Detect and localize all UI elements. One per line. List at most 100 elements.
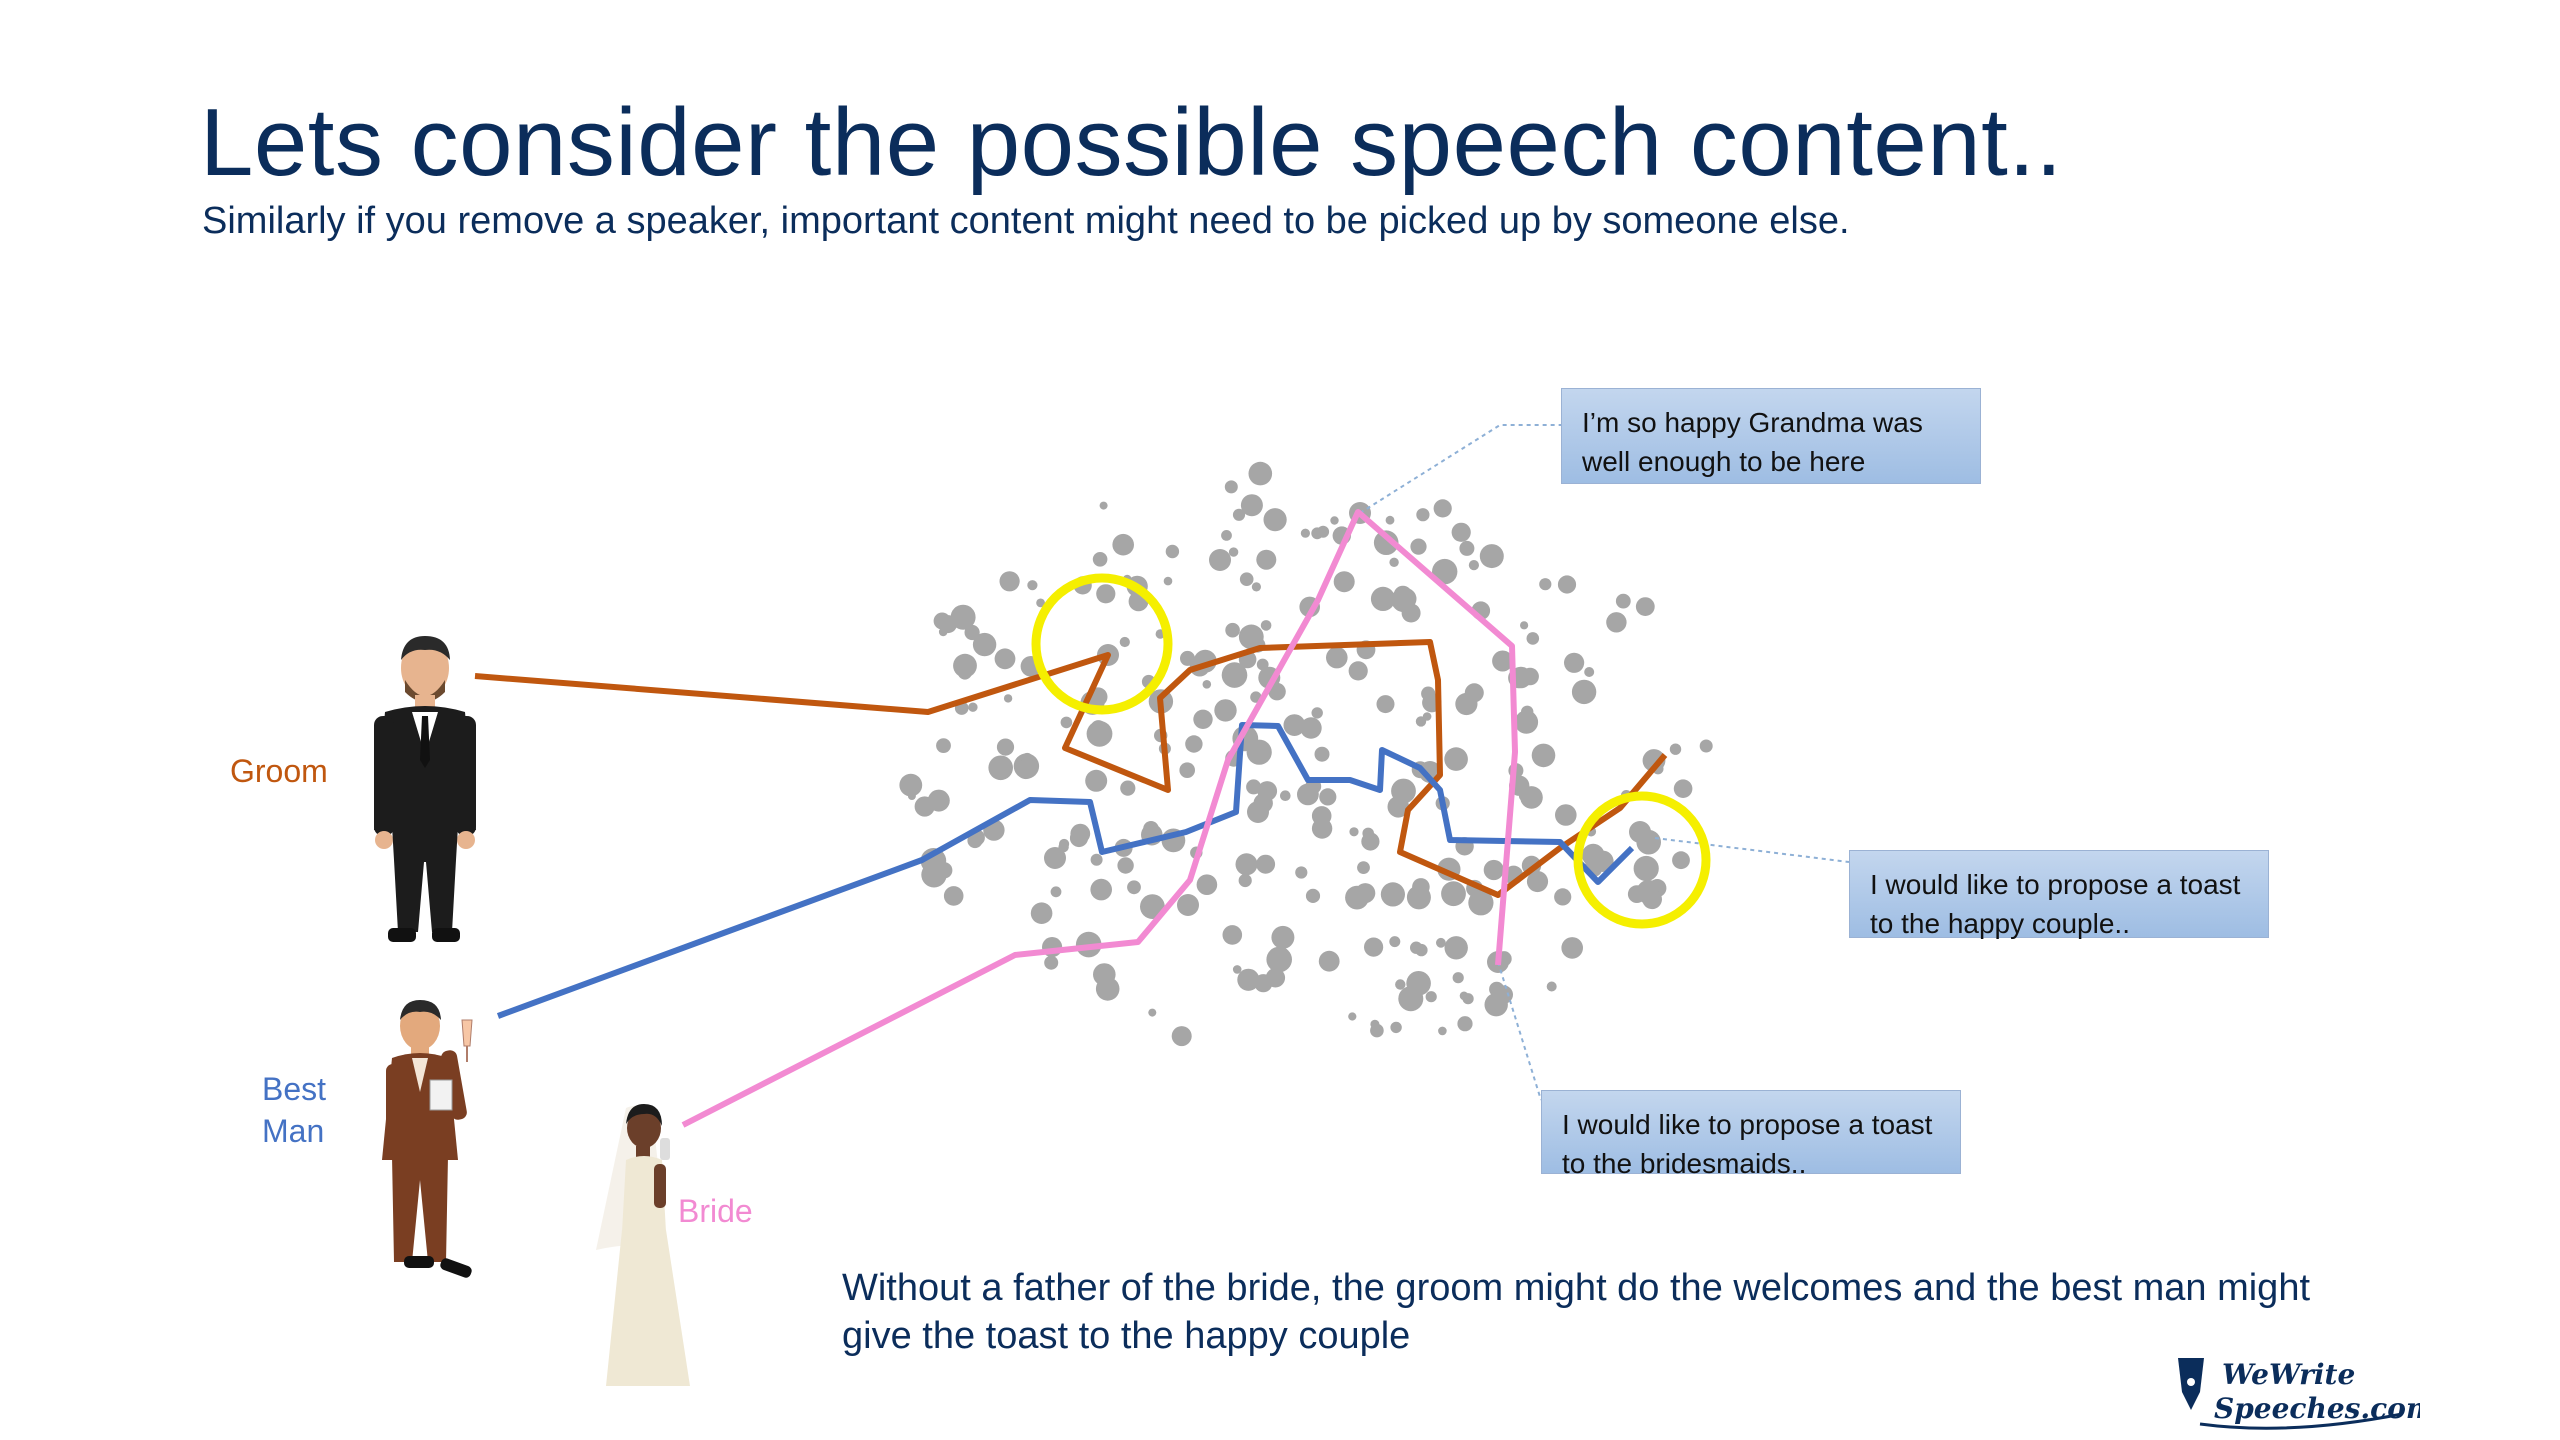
content-dot	[1355, 883, 1376, 904]
content-dot	[1468, 560, 1479, 571]
best-man-label: Best Man	[262, 1068, 326, 1152]
content-dot	[1385, 515, 1395, 525]
content-dot	[1373, 530, 1399, 555]
content-dot	[1027, 580, 1038, 591]
connector-grandma	[1359, 424, 1561, 514]
content-dot	[1370, 1019, 1380, 1029]
content-dot	[950, 604, 976, 630]
slide-subtitle: Similarly if you remove a speaker, impor…	[202, 200, 1850, 242]
content-dot	[1036, 598, 1045, 608]
highlight-circle-welcome	[1031, 573, 1173, 715]
content-dot	[1531, 743, 1556, 768]
content-dot	[1555, 804, 1577, 826]
content-dot	[957, 665, 973, 680]
content-dot	[1163, 576, 1173, 586]
content-dot	[936, 738, 951, 753]
content-dot	[1457, 1016, 1473, 1032]
content-dot	[1416, 508, 1430, 522]
content-dot	[1248, 461, 1273, 486]
groom-figure	[374, 636, 476, 942]
connector-toast-couple	[1654, 837, 1850, 863]
content-dot	[1554, 888, 1572, 906]
content-dot	[1224, 480, 1238, 494]
content-dot	[1318, 950, 1340, 972]
content-dot	[999, 571, 1020, 592]
logo-text-line2: Speeches.com	[2214, 1392, 2420, 1425]
content-dot	[914, 796, 935, 817]
content-dot	[1395, 979, 1406, 990]
callout-toast-couple: I would like to propose a toast to the h…	[1849, 850, 2269, 939]
content-dot	[1425, 991, 1437, 1003]
content-dot	[1444, 747, 1468, 771]
content-dot	[1120, 780, 1136, 796]
content-dot	[994, 648, 1016, 670]
content-dot	[1362, 827, 1374, 840]
content-dot	[938, 627, 948, 637]
content-dot	[968, 702, 978, 712]
content-dot	[1214, 699, 1237, 722]
content-dot	[1546, 981, 1557, 992]
content-dot	[1003, 694, 1013, 703]
content-dot	[1561, 937, 1583, 959]
content-dot	[1492, 650, 1514, 672]
content-dot	[996, 738, 1015, 756]
content-dot	[1564, 652, 1585, 673]
content-dot	[1526, 632, 1540, 645]
content-dot	[1629, 821, 1651, 843]
groom-path	[474, 639, 1668, 898]
best-man-label-line2: Man	[262, 1113, 325, 1149]
content-dot	[1228, 547, 1239, 557]
content-dot	[1305, 888, 1321, 904]
content-dot	[1090, 853, 1103, 866]
content-dot	[1300, 717, 1322, 739]
content-dot	[1349, 827, 1359, 837]
content-dot	[1180, 650, 1195, 666]
content-dot	[1330, 516, 1339, 525]
content-dots	[899, 461, 1713, 1047]
content-dot	[1410, 538, 1427, 555]
content-dot	[1584, 667, 1595, 677]
content-dot	[1311, 806, 1332, 826]
content-dot	[1090, 720, 1107, 736]
bride-path	[681, 509, 1518, 1128]
best-man-label-line1: Best	[262, 1071, 327, 1107]
content-dot	[1526, 870, 1549, 893]
content-dot	[1117, 857, 1134, 874]
content-dot	[1483, 859, 1504, 881]
content-dot	[1633, 855, 1659, 882]
content-dot	[1127, 880, 1141, 895]
content-dot	[943, 886, 964, 906]
content-dot	[1050, 886, 1062, 898]
wewrite-speeches-logo: WeWrite Speeches.com	[2178, 1358, 2420, 1430]
content-dot	[1070, 823, 1091, 844]
content-dot	[1179, 762, 1195, 778]
content-dot	[1314, 746, 1330, 762]
content-dot	[1606, 612, 1627, 633]
best-man-figure	[382, 1000, 473, 1278]
groom-label: Groom	[230, 753, 328, 789]
content-dot	[1479, 544, 1504, 569]
content-dot	[1348, 661, 1368, 681]
content-dot	[1669, 743, 1682, 755]
content-dot	[1256, 549, 1277, 570]
logo-text-line1: WeWrite	[2222, 1358, 2355, 1391]
content-dot	[1240, 494, 1263, 517]
content-dot	[1451, 522, 1471, 542]
content-dot	[1571, 679, 1597, 705]
content-dot	[1410, 941, 1423, 954]
content-dot	[1222, 925, 1243, 945]
best-man-path	[496, 722, 1635, 1019]
content-dot	[1092, 552, 1108, 567]
content-dot	[1237, 968, 1260, 991]
content-dot	[1185, 735, 1203, 753]
content-dot	[1247, 801, 1269, 823]
content-dot	[988, 755, 1013, 781]
content-dot	[933, 612, 951, 630]
content-dot	[1494, 985, 1514, 1004]
content-dot	[1398, 986, 1424, 1012]
content-dot	[1090, 878, 1112, 901]
content-dot	[1464, 683, 1484, 703]
content-dot	[1095, 977, 1120, 1001]
content-dot	[1235, 853, 1258, 876]
content-dot	[1016, 759, 1036, 780]
